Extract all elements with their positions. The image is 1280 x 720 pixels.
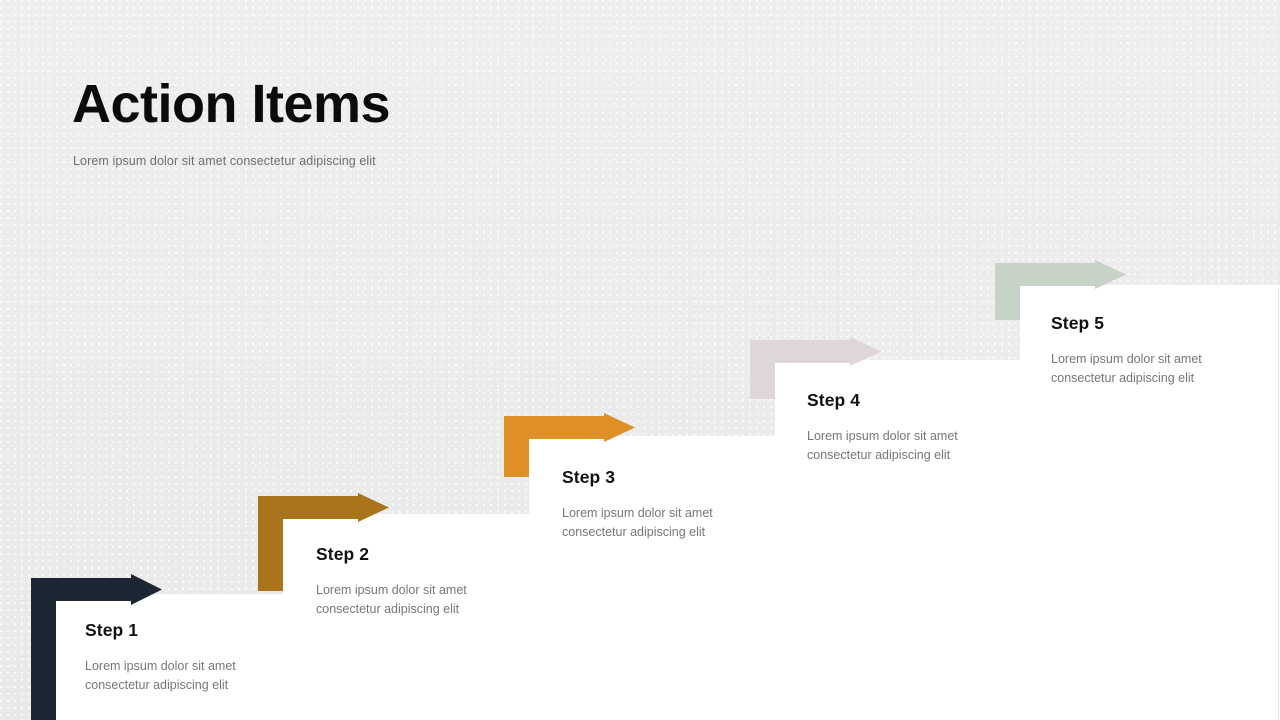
step-1-title: Step 1 xyxy=(85,620,139,640)
page-title: Action Items xyxy=(72,74,391,134)
step-3-title: Step 3 xyxy=(562,467,616,487)
step-5-text-block: Step 5 Lorem ipsum dolor sit amet consec… xyxy=(1051,313,1236,389)
step-2-title: Step 2 xyxy=(316,544,370,564)
step-3-description: Lorem ipsum dolor sit amet consectetur a… xyxy=(562,506,713,540)
step-1-description: Lorem ipsum dolor sit amet consectetur a… xyxy=(85,659,236,693)
step-4-text-block: Step 4 Lorem ipsum dolor sit amet consec… xyxy=(807,390,992,466)
step-2-description: Lorem ipsum dolor sit amet consectetur a… xyxy=(316,583,467,617)
step-4-description: Lorem ipsum dolor sit amet consectetur a… xyxy=(807,429,958,463)
step-2-text-block: Step 2 Lorem ipsum dolor sit amet consec… xyxy=(316,544,501,620)
white-panel-step-3 xyxy=(529,436,1280,514)
page-subtitle: Lorem ipsum dolor sit amet consectetur a… xyxy=(73,154,376,168)
step-5-description: Lorem ipsum dolor sit amet consectetur a… xyxy=(1051,352,1202,386)
white-panel-step-1 xyxy=(50,594,1280,720)
step-5-title: Step 5 xyxy=(1051,313,1105,333)
step-3-text-block: Step 3 Lorem ipsum dolor sit amet consec… xyxy=(562,467,747,543)
step-4-title: Step 4 xyxy=(807,390,861,410)
white-panel-step-2 xyxy=(283,514,1280,594)
right-edge-hairline xyxy=(1278,288,1279,720)
step-1-text-block: Step 1 Lorem ipsum dolor sit amet consec… xyxy=(85,620,270,696)
